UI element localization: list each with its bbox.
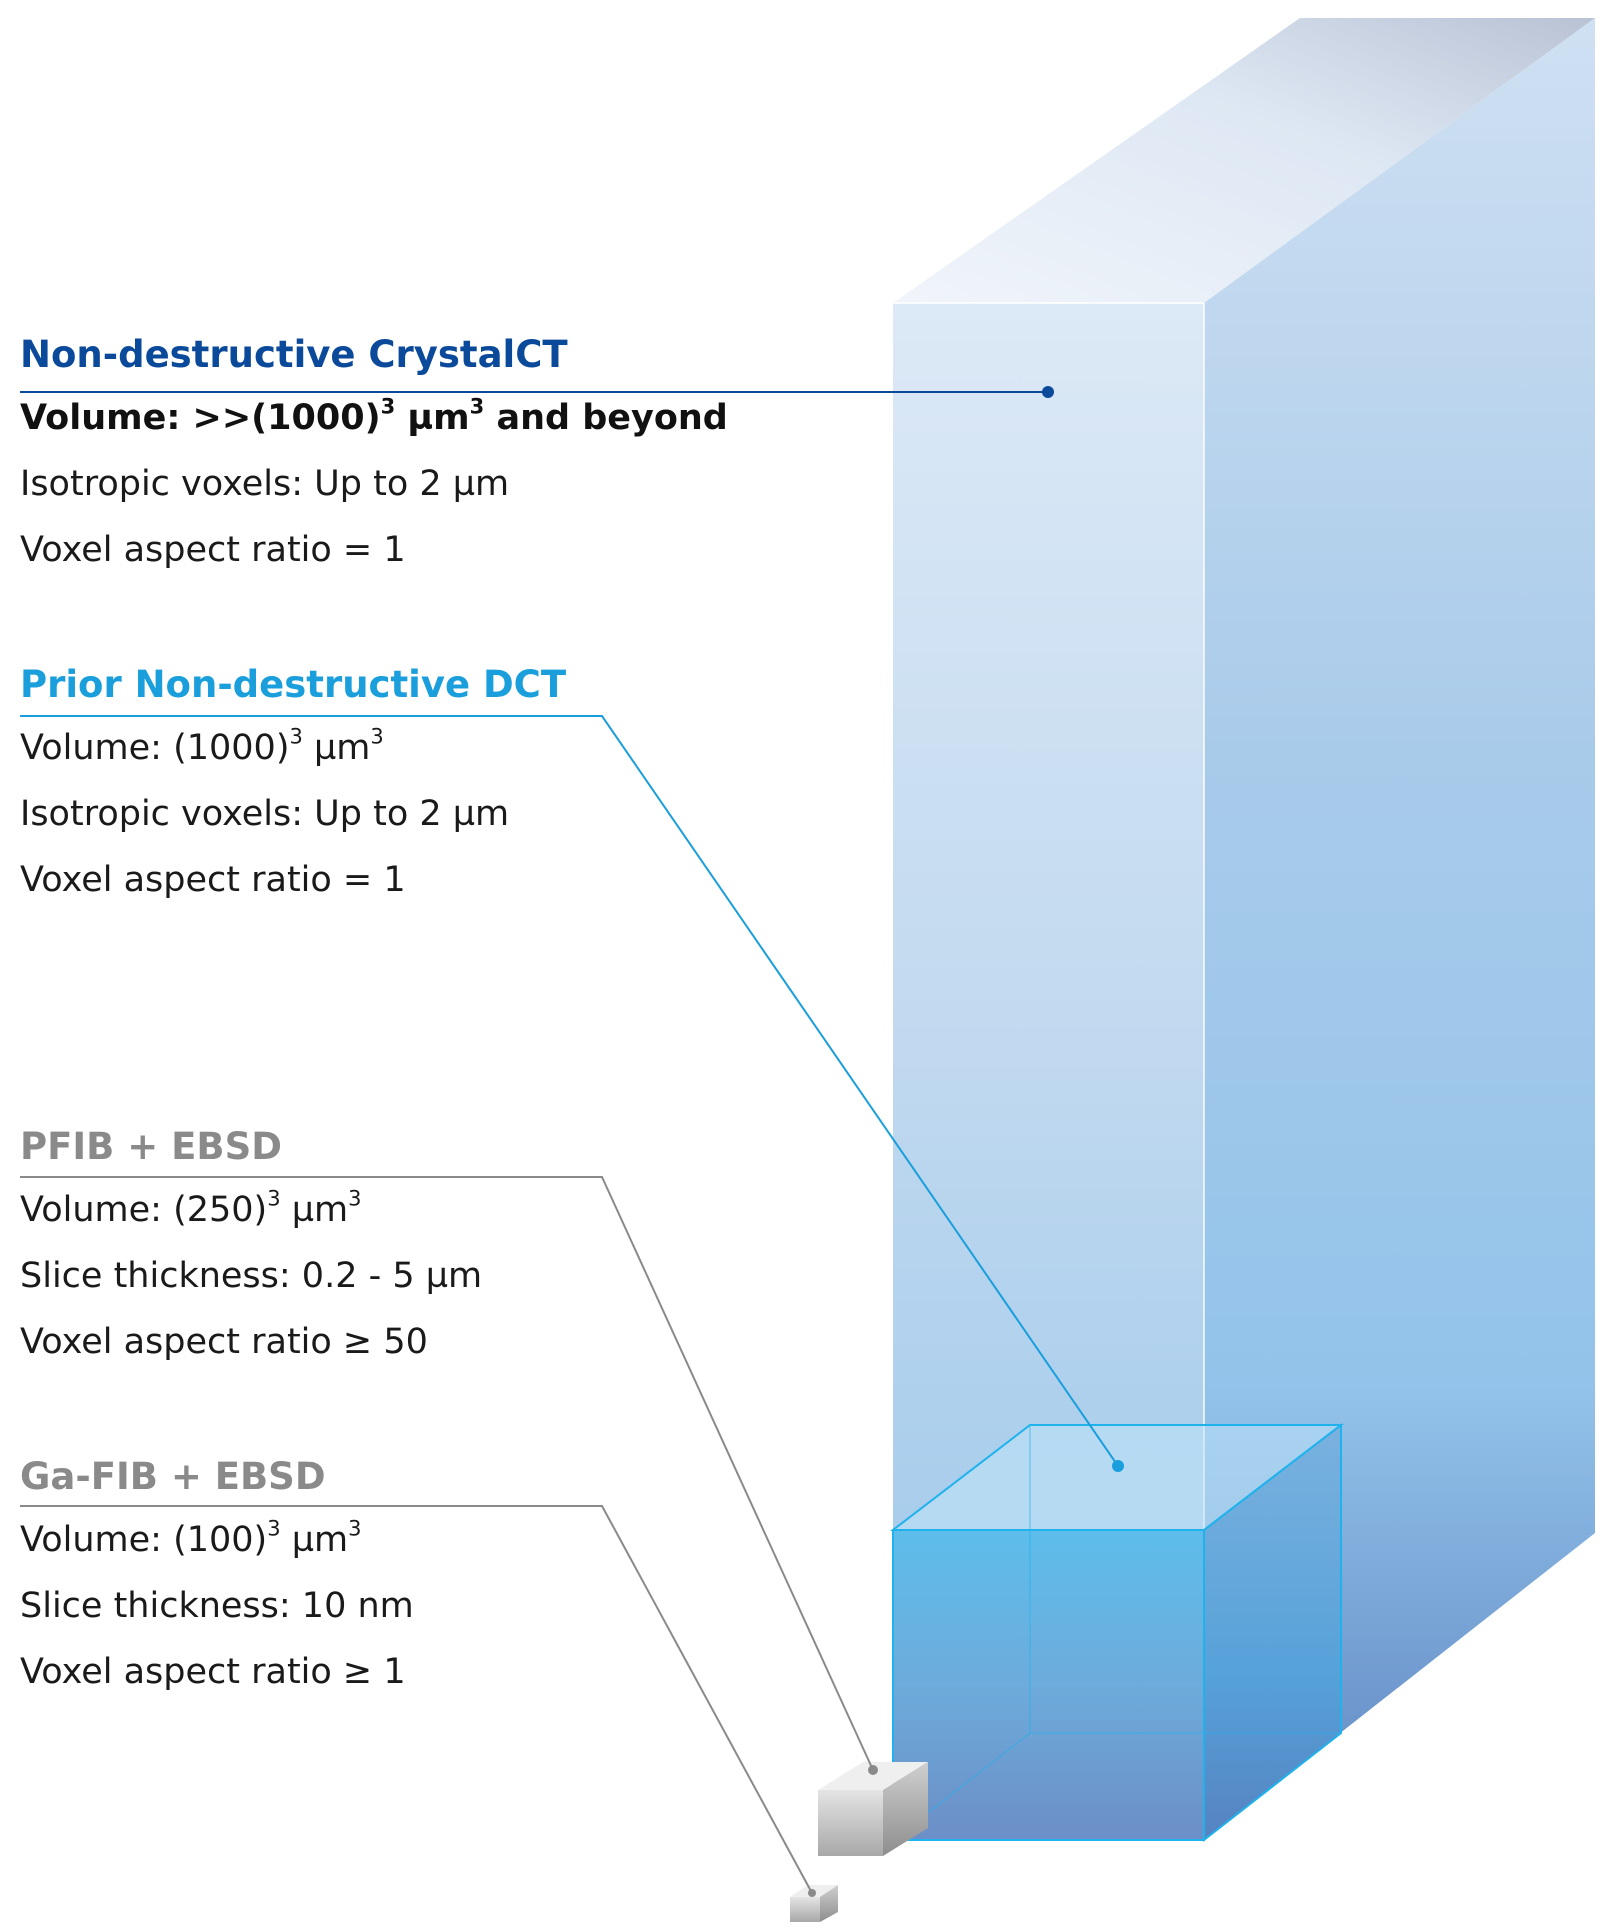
crystalct-section: Non-destructive CrystalCT Volume: >>(100… — [20, 333, 780, 571]
gafib-slice-line: Slice thickness: 10 nm — [20, 1586, 414, 1626]
pfib-aspect-line: Voxel aspect ratio ≥ 50 — [20, 1322, 428, 1362]
gafib-cube-front-face — [790, 1897, 820, 1922]
pfib-leader — [20, 1176, 878, 1775]
dct-voxel-line: Isotropic voxels: Up to 2 µm — [20, 794, 510, 834]
pfib-section: PFIB + EBSD Volume: (250)3 µm3 Slice thi… — [20, 1125, 780, 1363]
gafib-leader — [20, 1505, 816, 1897]
crystalct-volume-top-face — [893, 18, 1595, 303]
pfib-volume-cube — [818, 1762, 928, 1856]
dct-volume-front-face — [892, 1529, 1205, 1841]
pfib-slice-line: Slice thickness: 0.2 - 5 µm — [20, 1256, 483, 1296]
gafib-title: Ga-FIB + EBSD — [20, 1455, 326, 1498]
crystalct-volume-line: Volume: >>(1000)3 µm3 and beyond — [20, 394, 728, 438]
pfib-cube-side-face — [883, 1762, 928, 1856]
dct-aspect-line: Voxel aspect ratio = 1 — [20, 860, 406, 900]
pfib-cube-front-face — [818, 1790, 883, 1856]
gafib-volume-cube — [790, 1885, 838, 1922]
dct-title: Prior Non-destructive DCT — [20, 663, 567, 706]
crystalct-aspect-line: Voxel aspect ratio = 1 — [20, 530, 406, 570]
pfib-volume-line: Volume: (250)3 µm3 — [20, 1186, 362, 1230]
pfib-cube-top-face — [818, 1762, 928, 1790]
dct-volume-block — [890, 1422, 1344, 1843]
pfib-title: PFIB + EBSD — [20, 1125, 282, 1168]
gafib-section: Ga-FIB + EBSD Volume: (100)3 µm3 Slice t… — [20, 1455, 780, 1693]
crystalct-volume-side-face — [1204, 18, 1595, 1840]
gafib-aspect-line: Voxel aspect ratio ≥ 1 — [20, 1652, 406, 1692]
gafib-volume-line: Volume: (100)3 µm3 — [20, 1516, 362, 1560]
crystalct-leader — [20, 386, 1054, 398]
dct-leader — [20, 715, 1124, 1472]
dct-volume-line: Volume: (1000)3 µm3 — [20, 724, 384, 768]
crystalct-voxel-line: Isotropic voxels: Up to 2 µm — [20, 464, 510, 504]
dct-section: Prior Non-destructive DCT Volume: (1000)… — [20, 663, 780, 901]
gafib-cube-side-face — [820, 1885, 838, 1922]
crystalct-title: Non-destructive CrystalCT — [20, 333, 568, 376]
